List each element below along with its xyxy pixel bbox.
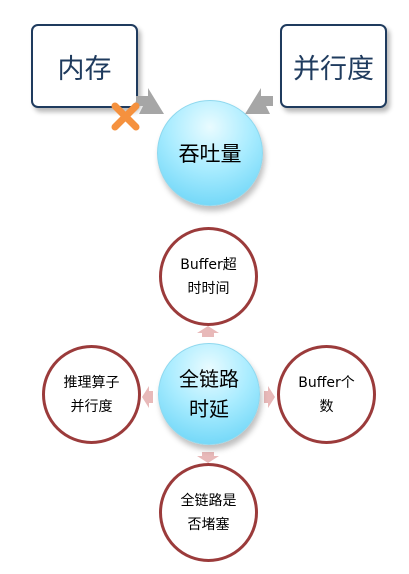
memory-to-throughput-arrow	[136, 88, 164, 114]
operator-parallelism-line2: 并行度	[70, 398, 113, 415]
buffer-timeout-node: Buffer超 时时间	[159, 227, 258, 326]
parallelism-to-throughput-arrow	[245, 88, 273, 114]
memory-label: 内存	[57, 53, 112, 85]
latency-center-line2: 时延	[189, 397, 229, 421]
throughput-label: 吞吐量	[178, 142, 242, 166]
pipeline-blocking-line2: 否堵塞	[187, 516, 230, 533]
latency-center-circle: 全链路 时延	[158, 343, 260, 445]
pipeline-blocking-node: 全链路是 否堵塞	[159, 463, 258, 562]
cycle-arrow-top	[197, 326, 219, 337]
buffer-count-node: Buffer个 数	[277, 345, 376, 444]
operator-parallelism-line1: 推理算子	[63, 374, 120, 391]
operator-parallelism-node: 推理算子 并行度	[42, 345, 141, 444]
buffer-count-line1: Buffer个	[298, 374, 355, 391]
cycle-arrow-left	[142, 386, 153, 408]
latency-center-line1: 全链路	[179, 367, 239, 391]
cross-icon	[111, 102, 140, 131]
pipeline-blocking-line1: 全链路是	[180, 492, 237, 509]
buffer-count-line2: 数	[319, 398, 334, 415]
memory-box: 内存	[31, 24, 138, 108]
throughput-circle: 吞吐量	[157, 100, 263, 206]
buffer-timeout-line2: 时时间	[187, 280, 230, 297]
parallelism-label: 并行度	[293, 53, 374, 85]
cycle-arrow-right	[264, 386, 275, 408]
buffer-timeout-line1: Buffer超	[180, 256, 237, 273]
cycle-arrow-bottom	[197, 452, 219, 463]
parallelism-box: 并行度	[280, 24, 387, 108]
